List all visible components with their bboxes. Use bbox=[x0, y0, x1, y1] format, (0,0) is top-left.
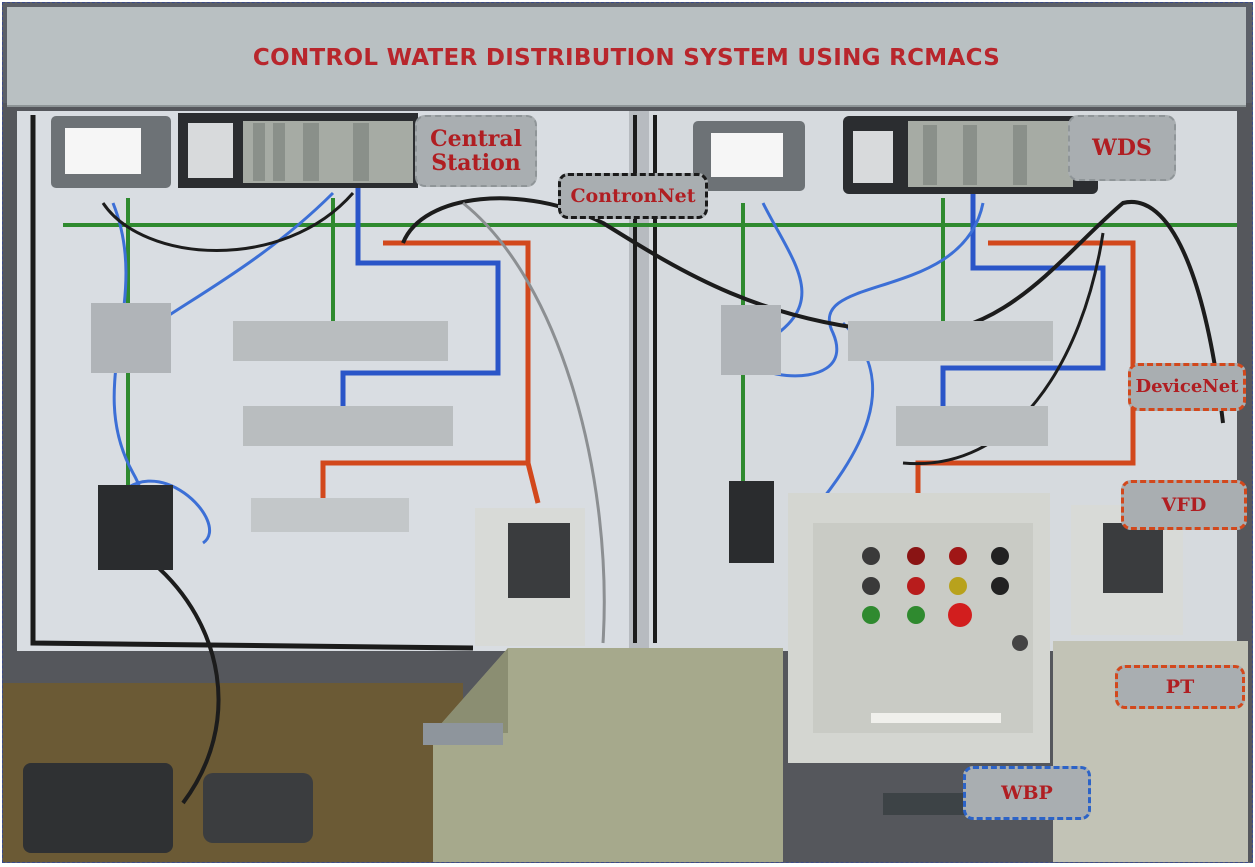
page-title: CONTROL WATER DISTRIBUTION SYSTEM USING … bbox=[252, 45, 1001, 71]
vfd-small-left bbox=[98, 485, 173, 570]
ethernet-switch-right bbox=[721, 305, 781, 375]
vfd-small-right bbox=[729, 481, 774, 563]
flex-io-2 bbox=[243, 406, 453, 446]
label-central-station-line1: Central bbox=[430, 125, 522, 152]
label-contronnet: ContronNet bbox=[558, 173, 708, 219]
label-vfd: VFD bbox=[1121, 480, 1247, 530]
devicenet-cable-right bbox=[915, 240, 1136, 498]
flex-io-1 bbox=[233, 321, 448, 361]
label-central-station: Central Station bbox=[415, 115, 537, 187]
devicenet-cable-left bbox=[320, 240, 541, 508]
water-pump-motor bbox=[203, 773, 313, 843]
pipe bbox=[423, 723, 503, 745]
controlnet-cable-right bbox=[940, 188, 1106, 408]
left-board-frame bbox=[30, 115, 474, 651]
title-banner: CONTROL WATER DISTRIBUTION SYSTEM USING … bbox=[7, 7, 1246, 107]
label-wbp: WBP bbox=[963, 766, 1091, 820]
label-central-station-line2: Station bbox=[431, 150, 521, 176]
ethernet-switch-left bbox=[91, 303, 171, 373]
water-tank-large bbox=[433, 648, 783, 862]
flex-io-4 bbox=[848, 321, 1053, 361]
label-pt: PT bbox=[1115, 665, 1245, 709]
ethernet-drops bbox=[126, 198, 945, 523]
controlnet-cable-left bbox=[340, 183, 501, 413]
label-wds: WDS bbox=[1068, 115, 1176, 181]
patch-cable-right bbox=[747, 202, 985, 378]
lab-photo bbox=[3, 103, 1252, 862]
flex-io-5 bbox=[896, 406, 1048, 446]
label-devicenet: DeviceNet bbox=[1128, 363, 1246, 411]
flex-io-3 bbox=[251, 498, 409, 532]
cabinet-pilot-lights bbox=[862, 547, 1028, 651]
